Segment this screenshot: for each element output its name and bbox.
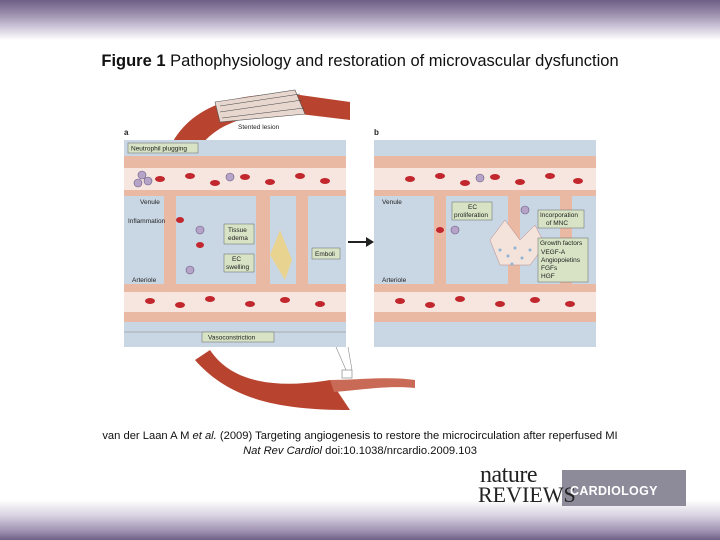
panel-a-venule-lumen [124, 168, 346, 190]
panel-b-venule-lumen [374, 168, 596, 190]
vasoconstriction-box [201, 331, 275, 343]
panel-a-arteriole-lumen [124, 292, 346, 312]
panel-b-letter: b [374, 128, 379, 137]
emboli-label: Emboli [315, 251, 335, 258]
emboli-box [311, 247, 341, 260]
citation-etal: et al. [192, 430, 217, 442]
logo-reviews-text: REVIEWS [478, 482, 576, 507]
neutrophil-plugging-label: Neutrophil plugging [131, 146, 187, 153]
nature-reviews-cardiology-logo: nature REVIEWS CARDIOLOGY [476, 462, 688, 508]
citation-authors: van der Laan A M [102, 430, 193, 442]
incorporation-label-1: Incorporation [540, 212, 578, 219]
stented-lesion-label: Stented lesion [238, 124, 280, 131]
citation-title: (2009) Targeting angiogenesis to restore… [216, 430, 618, 442]
tissue-edema-box [223, 223, 255, 245]
panel-b-growth-factor-dots [498, 246, 532, 266]
zoom-box [341, 369, 353, 379]
panel-a-arteriole-label: Arteriole [132, 277, 157, 284]
artery-bottom [195, 350, 350, 410]
panel-a-capillary-2 [256, 196, 270, 284]
incorporation-label-2: of MNC [546, 220, 568, 227]
zoom-line-1 [335, 346, 347, 371]
stent-mesh [219, 93, 305, 119]
panel-a-letter: a [124, 128, 129, 137]
panel-b-red-cells [395, 173, 583, 308]
transition-arrow-head [366, 237, 374, 247]
figure-diagram: Stented lesion a Neutrophil plugging Ven… [120, 80, 600, 415]
title-bold: Figure 1 [101, 52, 166, 70]
panel-a-arteriole-wall-top [124, 284, 346, 292]
inflammation-label: Inflammation [128, 218, 166, 225]
title-text: Pathophysiology and restoration of micro… [165, 52, 619, 70]
artery-branch [330, 378, 415, 392]
panel-a-capillary-1 [164, 196, 176, 284]
panel-a-venule-wall-top [124, 156, 346, 168]
panel-b-leukocytes [450, 173, 530, 235]
panel-b-arteriole-wall-bottom [374, 312, 596, 322]
panel-b-arteriole-label: Arteriole [382, 277, 407, 284]
incorporation-box [537, 209, 585, 229]
ec-swelling-box [223, 253, 255, 273]
panel-a-capillary-3 [296, 196, 308, 284]
ec-proliferation-box [451, 201, 493, 221]
diagram-svg: Stented lesion a Neutrophil plugging Ven… [124, 89, 596, 410]
panel-a-arteriole-wall-bottom [124, 312, 346, 322]
top-gradient-band [0, 0, 720, 40]
growth-factors-label: Growth factors [540, 240, 583, 247]
ec-swelling-label-1: EC [232, 256, 241, 263]
citation-line-2: Nat Rev Cardiol doi:10.1038/nrcardio.200… [0, 444, 720, 459]
gf-item-2: FGFs [541, 265, 558, 272]
panel-b-venule-wall-top [374, 156, 596, 168]
citation-journal: Nat Rev Cardiol [243, 445, 323, 457]
panel-b-arteriole-lumen [374, 292, 596, 312]
growth-factors-box [537, 237, 589, 283]
zoom-line-2 [347, 346, 353, 371]
slide-title: Figure 1 Pathophysiology and restoration… [0, 52, 720, 71]
panel-a-leukocytes [133, 170, 235, 275]
citation: van der Laan A M et al. (2009) Targeting… [0, 429, 720, 459]
ec-proliferation-label-1: EC [468, 204, 477, 211]
logo-cardiology-text: CARDIOLOGY [570, 484, 658, 498]
panel-b-arteriole-wall-top [374, 284, 596, 292]
bottom-gradient-band [0, 500, 720, 540]
ec-proliferation-label-2: proliferation [454, 212, 488, 219]
panel-b-venule-label: Venule [382, 199, 402, 206]
citation-doi: doi:10.1038/nrcardio.2009.103 [322, 445, 477, 457]
panel-a-venule-wall-bottom [124, 190, 346, 196]
neutrophil-plugging-box [127, 142, 199, 154]
panel-b-capillary-1 [434, 196, 446, 284]
panel-b-venule-wall-bottom [374, 190, 596, 196]
vasoconstriction-label: Vasoconstriction [208, 335, 256, 342]
gf-item-0: VEGF-A [541, 249, 566, 256]
logo-nature-text: nature [480, 462, 537, 488]
ec-swelling-label-2: swelling [226, 264, 250, 271]
logo-cardiology-box [562, 470, 686, 506]
citation-line-1: van der Laan A M et al. (2009) Targeting… [0, 429, 720, 444]
tissue-edema-label-1: Tissue [228, 227, 247, 234]
gf-item-1: Angiopoietins [541, 257, 581, 264]
tissue-edema-label-2: edema [228, 235, 248, 242]
panel-b-sprouting-vessel [489, 219, 546, 266]
gf-item-3: HGF [541, 273, 555, 280]
panel-a-emboli-shape [270, 230, 292, 280]
panel-a-venule-label: Venule [140, 199, 160, 206]
